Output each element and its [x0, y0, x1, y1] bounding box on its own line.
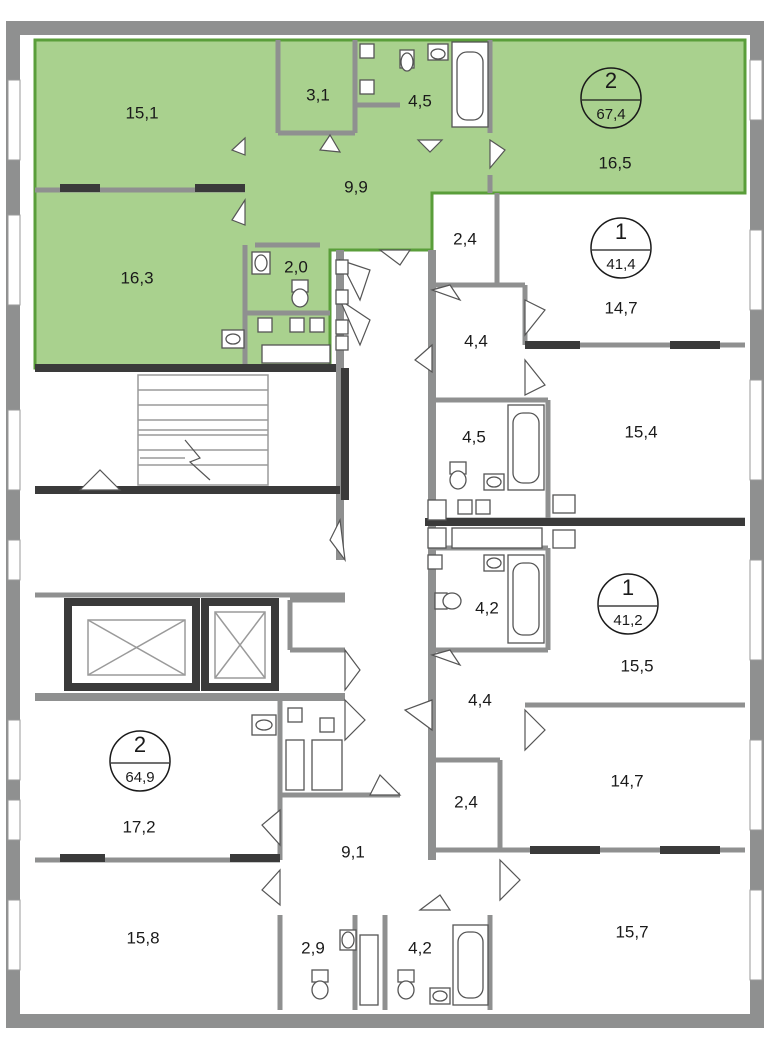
room-area: 2,0 — [284, 257, 308, 276]
room-area: 4,4 — [468, 690, 492, 709]
room-area: 17,2 — [122, 817, 155, 836]
apartment-rooms: 2 — [605, 68, 617, 93]
apartment-badge[interactable]: 2 67,4 — [580, 67, 642, 129]
room-area: 2,4 — [453, 229, 477, 248]
windows — [7, 59, 763, 981]
room-area: 4,4 — [464, 331, 488, 350]
room-area: 15,1 — [125, 103, 158, 122]
apartment-area: 41,2 — [613, 612, 642, 629]
room-area: 3,1 — [306, 85, 330, 104]
room-area: 4,5 — [408, 91, 432, 110]
apartment-badge[interactable]: 2 64,9 — [109, 730, 171, 792]
room-area: 4,2 — [408, 938, 432, 957]
apartment-area: 64,9 — [125, 769, 154, 786]
room-area: 16,5 — [598, 153, 631, 172]
room-area: 15,7 — [615, 922, 648, 941]
room-area: 9,9 — [344, 177, 368, 196]
apartment-rooms: 1 — [615, 219, 627, 244]
room-area: 4,2 — [475, 598, 499, 617]
staircase — [137, 374, 269, 486]
apartment-area: 41,4 — [606, 256, 635, 273]
room-area: 2,9 — [301, 938, 325, 957]
apartment-rooms: 2 — [134, 732, 146, 757]
exterior-wall — [6, 21, 764, 1028]
apartment-badge[interactable]: 1 41,2 — [597, 573, 659, 635]
room-area: 14,7 — [604, 298, 637, 317]
room-area: 14,7 — [610, 771, 643, 790]
apartment-badge[interactable]: 1 41,4 — [590, 217, 652, 279]
doors — [78, 133, 546, 911]
apartment-area: 67,4 — [596, 106, 625, 123]
room-area: 9,1 — [341, 842, 365, 861]
room-labels: 15,1 3,1 4,5 16,5 9,9 16,3 2,0 2,4 14,7 … — [120, 85, 657, 957]
room-area: 4,5 — [462, 427, 486, 446]
apartment-2-highlighted[interactable] — [33, 38, 747, 370]
room-area: 16,3 — [120, 268, 153, 287]
apartment-rooms: 1 — [622, 575, 634, 600]
room-area: 15,8 — [126, 928, 159, 947]
room-area: 15,5 — [620, 656, 653, 675]
room-area: 2,4 — [454, 792, 478, 811]
fixtures — [221, 41, 576, 1006]
room-area: 15,4 — [624, 422, 657, 441]
